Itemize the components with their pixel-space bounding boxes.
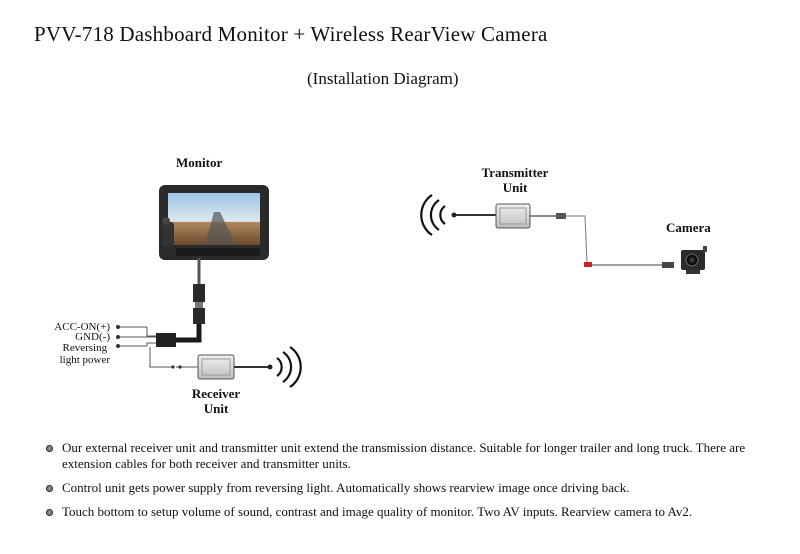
monitor-label: Monitor [176,155,223,170]
receiver-unit [197,354,273,380]
notes-list: Our external receiver unit and transmitt… [46,440,786,528]
receiver-signal-icon [276,346,302,388]
note-item: Control unit gets power supply from reve… [46,480,786,496]
camera-label: Camera [666,220,711,235]
camera-cable [530,213,674,268]
receiver-label: Receiver Unit [191,386,241,416]
note-item: Touch bottom to setup volume of sound, c… [46,504,786,520]
reversing-label: Reversing light power [59,342,110,366]
bullet-icon [46,445,53,452]
page-title: PVV-718 Dashboard Monitor + Wireless Rea… [34,22,548,46]
bullet-icon [46,509,53,516]
junction-box [156,333,176,347]
bullet-icon [46,485,53,492]
note-item: Our external receiver unit and transmitt… [46,440,786,472]
transmitter-signal-icon [420,194,446,236]
acc-on-label: ACC-ON(+) [54,321,110,333]
monitor-image [159,185,269,260]
transmitter-unit [495,203,531,229]
camera-image [681,246,707,274]
gnd-label: GND(-) [75,331,110,343]
power-wires [118,326,198,368]
transmitter-label: Transmitter Unit [481,165,549,195]
monitor-cable [176,258,205,343]
page-subtitle: (Installation Diagram) [307,69,459,88]
